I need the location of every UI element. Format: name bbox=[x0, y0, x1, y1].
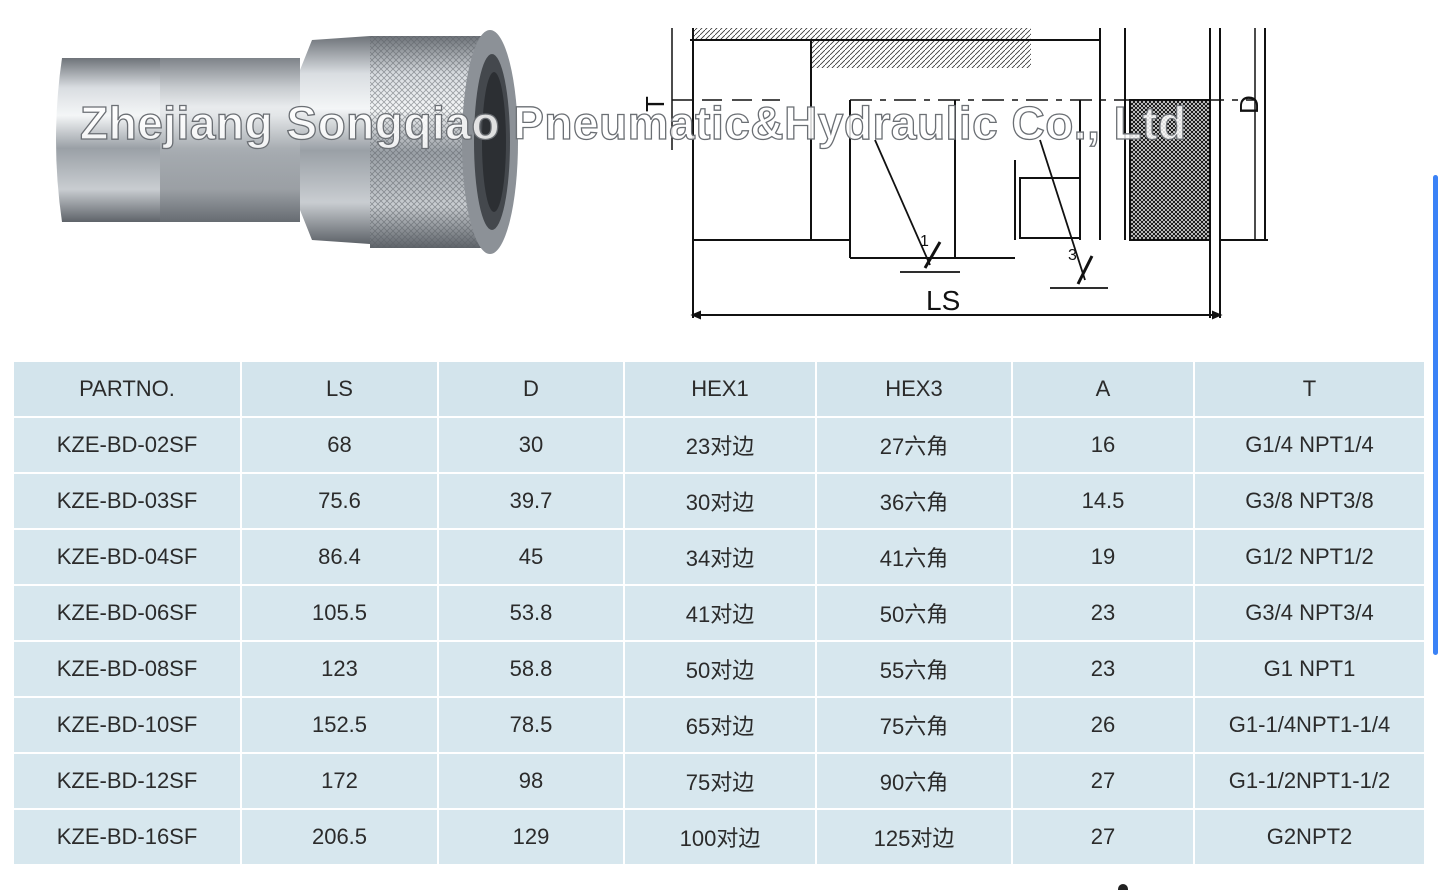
drawing-label-d: D bbox=[1234, 95, 1264, 114]
table-cell: 36六角 bbox=[817, 474, 1011, 528]
table-cell: KZE-BD-04SF bbox=[14, 530, 240, 584]
table-cell: 100对边 bbox=[625, 810, 815, 864]
table-cell: 152.5 bbox=[242, 698, 437, 752]
column-header: HEX3 bbox=[817, 362, 1011, 416]
column-header: PARTNO. bbox=[14, 362, 240, 416]
table-cell: 19 bbox=[1013, 530, 1193, 584]
table-cell: 39.7 bbox=[439, 474, 623, 528]
column-header: LS bbox=[242, 362, 437, 416]
column-header: HEX1 bbox=[625, 362, 815, 416]
vertical-scrollbar[interactable] bbox=[1433, 175, 1438, 655]
table-cell: 26 bbox=[1013, 698, 1193, 752]
table-cell: 129 bbox=[439, 810, 623, 864]
table-cell: 16 bbox=[1013, 418, 1193, 472]
table-cell: G1/4 NPT1/4 bbox=[1195, 418, 1424, 472]
table-cell: 30 bbox=[439, 418, 623, 472]
table-cell: G1-1/2NPT1-1/2 bbox=[1195, 754, 1424, 808]
table-cell: 14.5 bbox=[1013, 474, 1193, 528]
table-cell: 68 bbox=[242, 418, 437, 472]
table-cell: G2NPT2 bbox=[1195, 810, 1424, 864]
table-cell: 50六角 bbox=[817, 586, 1011, 640]
table-cell: 55六角 bbox=[817, 642, 1011, 696]
drawing-label-hex1: 1 bbox=[920, 233, 929, 250]
table-cell: KZE-BD-16SF bbox=[14, 810, 240, 864]
table-cell: KZE-BD-10SF bbox=[14, 698, 240, 752]
table-cell: 41六角 bbox=[817, 530, 1011, 584]
table-cell: KZE-BD-02SF bbox=[14, 418, 240, 472]
figure-graphics: T D LS 1 3 bbox=[56, 28, 1268, 320]
drawing-label-hex3: 3 bbox=[1068, 247, 1077, 264]
column-header: D bbox=[439, 362, 623, 416]
table-cell: 34对边 bbox=[625, 530, 815, 584]
table-cell: 75.6 bbox=[242, 474, 437, 528]
product-figure: T D LS 1 3 Zhejiang Songqiao Pneumatic&H… bbox=[0, 0, 1440, 350]
table-cell: 27 bbox=[1013, 754, 1193, 808]
table-cell: 78.5 bbox=[439, 698, 623, 752]
table-cell: 75对边 bbox=[625, 754, 815, 808]
table-cell: 58.8 bbox=[439, 642, 623, 696]
drawing-label-ls: LS bbox=[926, 285, 960, 316]
table-cell: 90六角 bbox=[817, 754, 1011, 808]
table-cell: 30对边 bbox=[625, 474, 815, 528]
drawing-label-t: T bbox=[640, 96, 670, 112]
table-cell: 50对边 bbox=[625, 642, 815, 696]
table-cell: 65对边 bbox=[625, 698, 815, 752]
company-watermark: Zhejiang Songqiao Pneumatic&Hydraulic Co… bbox=[79, 96, 1187, 149]
table-cell: KZE-BD-08SF bbox=[14, 642, 240, 696]
home-indicator bbox=[1118, 884, 1128, 890]
table-cell: KZE-BD-12SF bbox=[14, 754, 240, 808]
table-cell: 98 bbox=[439, 754, 623, 808]
table-cell: 27六角 bbox=[817, 418, 1011, 472]
table-cell: 75六角 bbox=[817, 698, 1011, 752]
table-cell: 23 bbox=[1013, 586, 1193, 640]
table-cell: G3/8 NPT3/8 bbox=[1195, 474, 1424, 528]
coupler-photo bbox=[56, 30, 518, 254]
table-cell: G1 NPT1 bbox=[1195, 642, 1424, 696]
table-cell: 105.5 bbox=[242, 586, 437, 640]
table-cell: 53.8 bbox=[439, 586, 623, 640]
table-cell: 123 bbox=[242, 642, 437, 696]
table-cell: 125对边 bbox=[817, 810, 1011, 864]
column-header: A bbox=[1013, 362, 1193, 416]
table-cell: G1/2 NPT1/2 bbox=[1195, 530, 1424, 584]
column-header: T bbox=[1195, 362, 1424, 416]
table-cell: KZE-BD-06SF bbox=[14, 586, 240, 640]
table-cell: 23对边 bbox=[625, 418, 815, 472]
table-cell: G3/4 NPT3/4 bbox=[1195, 586, 1424, 640]
table-cell: KZE-BD-03SF bbox=[14, 474, 240, 528]
coupler-drawing bbox=[671, 28, 1268, 320]
table-cell: 172 bbox=[242, 754, 437, 808]
table-cell: 86.4 bbox=[242, 530, 437, 584]
table-cell: 41对边 bbox=[625, 586, 815, 640]
table-cell: 27 bbox=[1013, 810, 1193, 864]
table-cell: G1-1/4NPT1-1/4 bbox=[1195, 698, 1424, 752]
table-cell: 45 bbox=[439, 530, 623, 584]
table-cell: 23 bbox=[1013, 642, 1193, 696]
table-cell: 206.5 bbox=[242, 810, 437, 864]
